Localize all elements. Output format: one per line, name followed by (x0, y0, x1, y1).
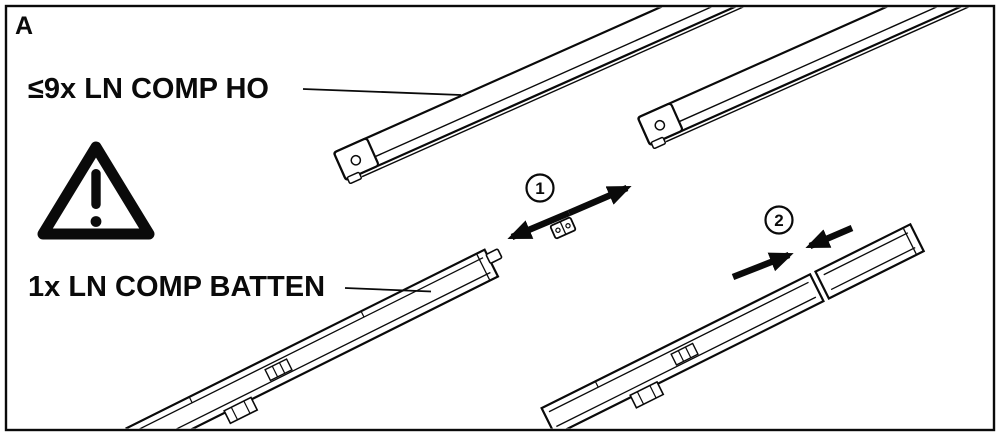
step-2-number: 2 (774, 211, 783, 230)
terminal-block (264, 358, 293, 382)
batten-end-edge (476, 254, 491, 280)
joined-extension-piece (813, 222, 926, 300)
batten-bottom-rim (141, 271, 491, 429)
label-ho-count: ≤9x LN COMP HO (28, 73, 269, 105)
step-1-badge: 1 (525, 173, 555, 203)
leader-line-batten (344, 287, 432, 293)
batten-luminaire-right (540, 222, 926, 429)
figure-border (4, 4, 996, 432)
leader-line-ho (302, 88, 462, 96)
batten-bottom-rim (556, 296, 817, 428)
connector-piece-icon (549, 216, 577, 240)
terminal-block (670, 342, 699, 366)
batten-luminaire-left (125, 248, 503, 429)
converging-arrows-icon (731, 225, 854, 281)
batten-end-connector (485, 248, 503, 264)
double-headed-arrow-icon (507, 185, 632, 240)
step-1-number: 1 (535, 179, 544, 198)
exclamation-bar (91, 169, 101, 209)
panel-label: A (15, 12, 33, 40)
warning-triangle-icon (37, 141, 155, 240)
fixtures-layer (125, 7, 993, 429)
knockout-mark (188, 396, 193, 404)
batten-top-rim (548, 281, 809, 413)
knockout-mark (360, 310, 365, 318)
step-1-circle (525, 173, 555, 203)
exclamation-dot (90, 216, 102, 227)
batten-top-rim (133, 257, 484, 429)
step-2-badge: 2 (764, 205, 794, 235)
knockout-mark (594, 381, 599, 388)
mounting-clip (629, 380, 665, 409)
mounting-clip (223, 396, 259, 425)
step-2-circle (764, 205, 794, 235)
label-batten-count: 1x LN COMP BATTEN (28, 271, 325, 303)
